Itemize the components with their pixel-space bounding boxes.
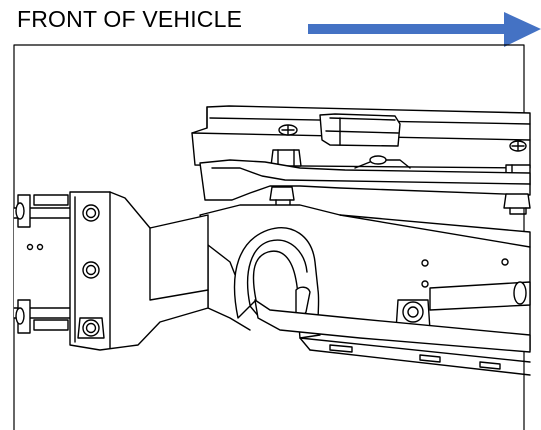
- side-plate: [69, 191, 209, 351]
- lower-rails: [254, 299, 531, 376]
- receiver-tube: [13, 194, 73, 334]
- right-cylinder: [429, 281, 531, 311]
- housing-holes: [421, 258, 509, 288]
- middle-bracket: [199, 155, 531, 215]
- top-mounting-plate: [191, 105, 531, 169]
- right-arrow-icon: [308, 12, 541, 47]
- front-of-vehicle-label: FRONT OF VEHICLE: [17, 6, 243, 32]
- side-plate-holes: [77, 204, 105, 339]
